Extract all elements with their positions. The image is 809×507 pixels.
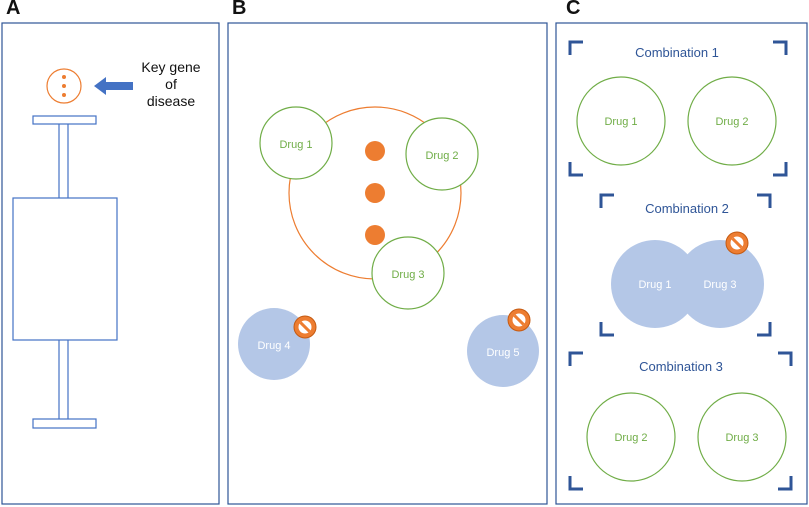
bracket-corners — [568, 40, 788, 177]
drug-label: Drug 3 — [725, 432, 758, 444]
combination-3: Combination 3 Drug 2 Drug 3 — [568, 351, 793, 491]
combination-title: Combination 1 — [635, 45, 719, 60]
bracket-corners — [599, 193, 772, 337]
arrow-left-icon — [94, 77, 133, 95]
combination-2: Combination 2 Drug 1 Drug 3 — [599, 193, 772, 337]
drug-node-1: Drug 1 — [259, 106, 333, 180]
svg-text:Drug 1: Drug 1 — [279, 139, 312, 151]
panel-c-frame — [555, 22, 808, 505]
svg-text:Drug 2: Drug 2 — [425, 150, 458, 162]
panel-b-frame — [227, 22, 548, 505]
annotation-line-1: Key gene — [141, 59, 200, 75]
gene-dot — [62, 93, 66, 97]
boxplot — [12, 115, 118, 429]
combination-1: Combination 1 Drug 1 Drug 2 — [568, 40, 788, 177]
combination-title: Combination 2 — [645, 201, 729, 216]
whisker-cap-top — [32, 115, 97, 125]
svg-text:Drug 4: Drug 4 — [257, 340, 290, 352]
panel-letter-a: A — [6, 0, 21, 19]
panel-a-frame — [1, 22, 220, 505]
annotation-line-2: of — [165, 76, 177, 92]
drug-label: Drug 2 — [715, 116, 748, 128]
gene-dot — [365, 225, 385, 245]
drug-node-3: Drug 3 — [371, 236, 445, 310]
key-gene-node — [46, 68, 82, 104]
ban-icon — [724, 230, 750, 256]
svg-text:Drug 5: Drug 5 — [486, 347, 519, 359]
bracket-corners — [568, 351, 793, 491]
gene-dot — [62, 84, 66, 88]
drug-node-5: Drug 5 — [467, 307, 539, 387]
annotation-line-3: disease — [147, 93, 195, 109]
ban-icon — [506, 307, 532, 333]
drug-label: Drug 1 — [638, 279, 671, 291]
panel-letter-c: C — [566, 0, 581, 19]
drug-node-4: Drug 4 — [238, 308, 318, 380]
gene-dot — [365, 183, 385, 203]
drug-label: Drug 2 — [614, 432, 647, 444]
panel-letter-b: B — [232, 0, 247, 19]
svg-text:Drug 3: Drug 3 — [391, 269, 424, 281]
box-body — [12, 197, 118, 341]
gene-dot — [365, 141, 385, 161]
drug-label: Drug 1 — [604, 116, 637, 128]
gene-dot — [62, 75, 66, 79]
ban-icon — [292, 314, 318, 340]
drug-node-2: Drug 2 — [405, 117, 479, 191]
combination-title: Combination 3 — [639, 359, 723, 374]
whisker-cap-bottom — [32, 418, 97, 429]
drug-label: Drug 3 — [703, 279, 736, 291]
